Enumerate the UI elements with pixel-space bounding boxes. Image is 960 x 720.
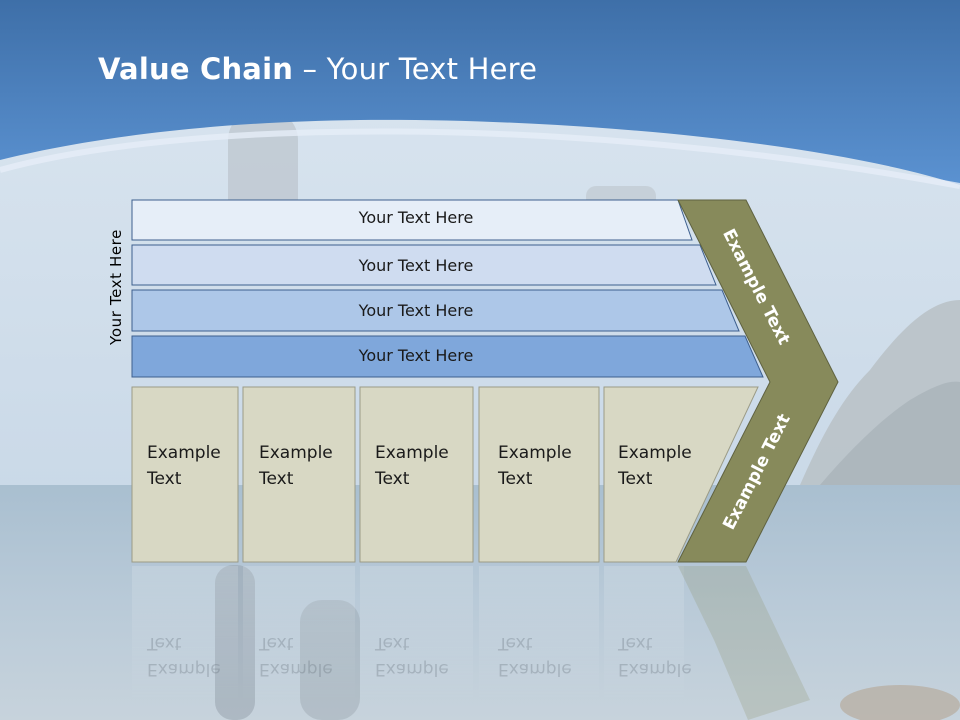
- bar-label-1: Your Text Here: [358, 208, 474, 227]
- reflection-label-5-line2: Text: [618, 633, 653, 653]
- column-label-5-line2: Text: [618, 469, 653, 489]
- bar-stack: [131, 199, 764, 378]
- reflection-label-3-line1: Example: [375, 659, 449, 679]
- reflection-label-5: Example Text: [618, 630, 692, 682]
- header-swoosh: [0, 128, 960, 189]
- reflection-label-3-line2: Text: [375, 633, 410, 653]
- column-label-1-line1: Example: [147, 443, 221, 463]
- reflection-label-2-line2: Text: [259, 633, 294, 653]
- reflection-label-4-line1: Example: [498, 659, 572, 679]
- bar-4: [131, 335, 764, 378]
- reflection-label-4-line2: Text: [498, 633, 533, 653]
- column-label-3-line2: Text: [375, 469, 410, 489]
- column-4: [478, 386, 600, 563]
- reflection-label-2-line1: Example: [259, 659, 333, 679]
- reflection-label-4: Example Text: [498, 630, 572, 682]
- column-2: [242, 386, 356, 563]
- column-label-2-line2: Text: [259, 469, 294, 489]
- title-bold: Value Chain: [98, 52, 294, 86]
- reflection-label-5-line1: Example: [618, 659, 692, 679]
- chevron-arrow: [677, 199, 839, 563]
- column-label-4-line2: Text: [498, 469, 533, 489]
- column-3: [359, 386, 474, 563]
- reflection-label-1-line2: Text: [147, 633, 182, 653]
- reflection-label-1: Example Text: [147, 630, 221, 682]
- column-label-3-line1: Example: [375, 443, 449, 463]
- reflection-label-2: Example Text: [259, 630, 333, 682]
- bar-label-3: Your Text Here: [358, 301, 474, 320]
- column-label-3: Example Text: [375, 440, 449, 492]
- column-5: [603, 386, 759, 563]
- bar-label-4: Your Text Here: [358, 346, 474, 365]
- title-rest: – Your Text Here: [293, 52, 538, 86]
- bar-2: [131, 244, 717, 286]
- column-label-4: Example Text: [498, 440, 572, 492]
- header-band: [0, 0, 960, 185]
- reflection: [132, 566, 810, 720]
- bar-1: [131, 199, 693, 241]
- column-label-4-line1: Example: [498, 443, 572, 463]
- side-label: Your Text Here: [107, 229, 125, 345]
- bar-label-2: Your Text Here: [358, 256, 474, 275]
- slide-title: Value Chain – Your Text Here: [98, 52, 537, 86]
- reflection-label-3: Example Text: [375, 630, 449, 682]
- column-row: [131, 386, 759, 563]
- reflection-label-1-line1: Example: [147, 659, 221, 679]
- column-1: [131, 386, 239, 563]
- column-label-2: Example Text: [259, 440, 333, 492]
- column-label-2-line1: Example: [259, 443, 333, 463]
- bar-3: [131, 289, 740, 332]
- column-label-5: Example Text: [618, 440, 692, 492]
- column-label-1-line2: Text: [147, 469, 182, 489]
- column-label-5-line1: Example: [618, 443, 692, 463]
- column-label-1: Example Text: [147, 440, 221, 492]
